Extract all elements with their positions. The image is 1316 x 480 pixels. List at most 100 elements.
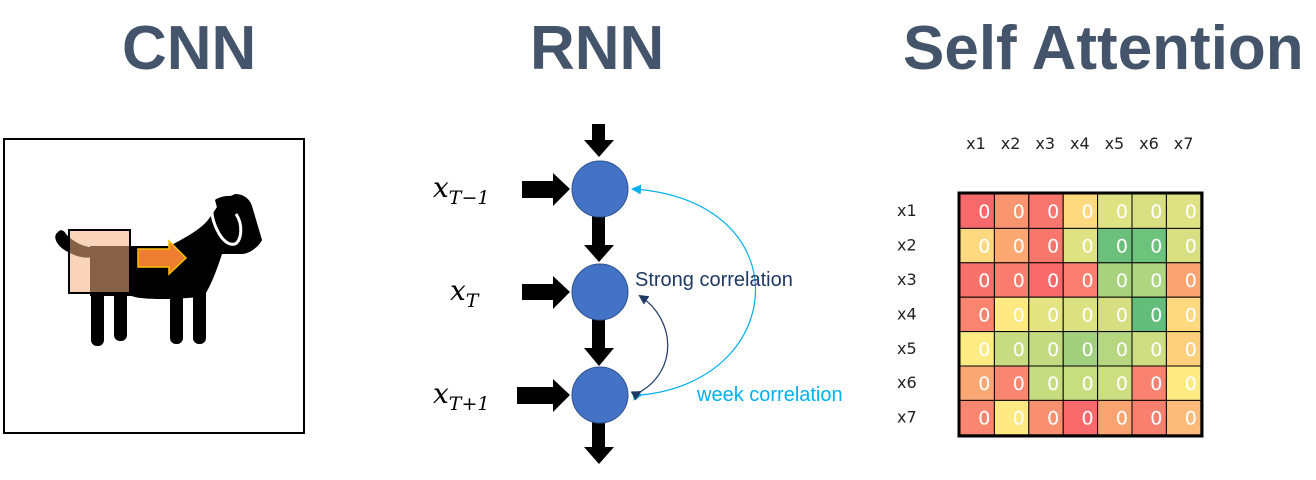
heatmap-cell	[1097, 331, 1133, 367]
heatmap-cell-value: 0	[1150, 270, 1162, 292]
heatmap-cell-value: 0	[978, 270, 990, 292]
heatmap-cell-value: 0	[1082, 373, 1094, 395]
heatmap-column-label: x6	[1139, 134, 1159, 153]
heatmap-cell-value: 0	[1082, 270, 1094, 292]
cnn-filter-window	[68, 229, 131, 294]
heatmap-cell	[1131, 399, 1167, 436]
heatmap-cell-value: 0	[1116, 408, 1128, 430]
heatmap-cell-value: 0	[1013, 339, 1025, 361]
input-label-current: xT	[450, 274, 480, 312]
heatmap-cell	[959, 331, 995, 367]
heatmap-column-label: x5	[1105, 134, 1125, 153]
cnn-title: CNN	[122, 14, 257, 83]
input-label-next: xT+1	[433, 377, 489, 415]
weak-correlation-arc	[631, 184, 756, 401]
self-attention-title: Self Attention	[903, 14, 1304, 83]
rnn-node	[571, 366, 629, 424]
heatmap-cell	[1062, 296, 1099, 333]
heatmap-cell-value: 0	[1082, 201, 1094, 223]
heatmap-cell-value: 0	[1047, 339, 1059, 361]
heatmap-cell	[993, 331, 1030, 367]
heatmap-column-label: x2	[1001, 134, 1021, 153]
heatmap-cell-value: 0	[1150, 304, 1162, 326]
heatmap-column-label: x4	[1070, 134, 1090, 153]
heatmap-cell	[1097, 227, 1133, 264]
heatmap-cell-value: 0	[978, 408, 990, 430]
heatmap-row-label: x2	[897, 236, 917, 255]
heatmap-cell-value: 0	[1116, 236, 1128, 258]
heatmap-cell-value: 0	[1185, 339, 1197, 361]
heatmap-row-label: x1	[897, 201, 917, 220]
heatmap-cell	[959, 399, 995, 436]
strong-correlation-label: Strong correlation	[635, 269, 793, 291]
heatmap-row-label: x3	[897, 270, 917, 289]
heatmap-row-label: x7	[897, 408, 917, 427]
heatmap-cell-value: 0	[1013, 236, 1025, 258]
heatmap-cell	[959, 262, 995, 298]
heatmap-cell	[1131, 262, 1167, 298]
heatmap-cell	[1062, 193, 1099, 229]
heatmap-row-label: x4	[897, 304, 917, 323]
heatmap-cell	[1028, 296, 1064, 333]
input-arrow-icon	[522, 173, 570, 206]
heatmap-cell-value: 0	[1150, 236, 1162, 258]
heatmap-cell-value: 0	[1150, 201, 1162, 223]
hidden-output-arrow-icon	[584, 422, 614, 464]
heatmap-cell-value: 0	[1185, 408, 1197, 430]
heatmap-cell-value: 0	[1047, 408, 1059, 430]
heatmap-cell-value: 0	[1013, 201, 1025, 223]
heatmap-cell-value: 0	[978, 339, 990, 361]
heatmap-cell	[1028, 227, 1064, 264]
heatmap-cell-value: 0	[1082, 304, 1094, 326]
heatmap-cell-value: 0	[1116, 304, 1128, 326]
heatmap-cell	[1028, 399, 1064, 436]
heatmap-cell-value: 0	[1082, 339, 1094, 361]
heatmap-cell-value: 0	[1185, 373, 1197, 395]
heatmap-cell-value: 0	[1013, 408, 1025, 430]
heatmap-cell-value: 0	[1116, 270, 1128, 292]
heatmap-cell	[993, 296, 1030, 333]
heatmap-cell-value: 0	[978, 236, 990, 258]
heatmap-cell-value: 0	[1185, 236, 1197, 258]
heatmap-cell	[1165, 399, 1202, 436]
heatmap-cell	[1165, 227, 1202, 264]
heatmap-cell	[1131, 331, 1167, 367]
heatmap-row-label: x5	[897, 339, 917, 358]
heatmap-column-label: x3	[1035, 134, 1055, 153]
heatmap-cell-value: 0	[1185, 201, 1197, 223]
heatmap-column-label: x1	[966, 134, 986, 153]
heatmap-cell-value: 0	[1047, 201, 1059, 223]
cnn-panel	[3, 138, 305, 434]
heatmap-cell-value: 0	[978, 304, 990, 326]
heatmap-cell-value: 0	[1082, 408, 1094, 430]
hidden-state-arrow-icon	[584, 214, 614, 262]
cnn-image-frame	[3, 138, 305, 434]
heatmap-cell	[1097, 399, 1133, 436]
input-arrow-icon	[522, 276, 570, 309]
heatmap-cell-value: 0	[1116, 339, 1128, 361]
heatmap-border	[957, 191, 1204, 438]
hidden-state-arrow-icon	[584, 317, 614, 366]
heatmap-cell-value: 0	[1082, 236, 1094, 258]
heatmap-cell-value: 0	[1150, 339, 1162, 361]
heatmap-cell-value: 0	[1013, 373, 1025, 395]
heatmap-cell	[1062, 365, 1099, 401]
heatmap-cell-value: 0	[1047, 304, 1059, 326]
rnn-title: RNN	[530, 14, 665, 83]
heatmap-cell-value: 0	[1116, 373, 1128, 395]
filter-slide-arrow-icon	[137, 239, 188, 276]
heatmap-cell	[1165, 262, 1202, 298]
heatmap-cell-value: 0	[1150, 408, 1162, 430]
heatmap-cell	[1097, 296, 1133, 333]
heatmap-cell	[1097, 365, 1133, 401]
input-arrow-icon	[517, 379, 570, 412]
heatmap-cell-value: 0	[1047, 270, 1059, 292]
heatmap-row-label: x6	[897, 373, 917, 392]
heatmap-cell	[1097, 193, 1133, 229]
heatmap-cell	[959, 227, 995, 264]
heatmap-cell-value: 0	[978, 201, 990, 223]
rnn-node	[571, 160, 629, 218]
strong-correlation-arc	[630, 294, 669, 401]
heatmap-cell-value: 0	[1013, 270, 1025, 292]
